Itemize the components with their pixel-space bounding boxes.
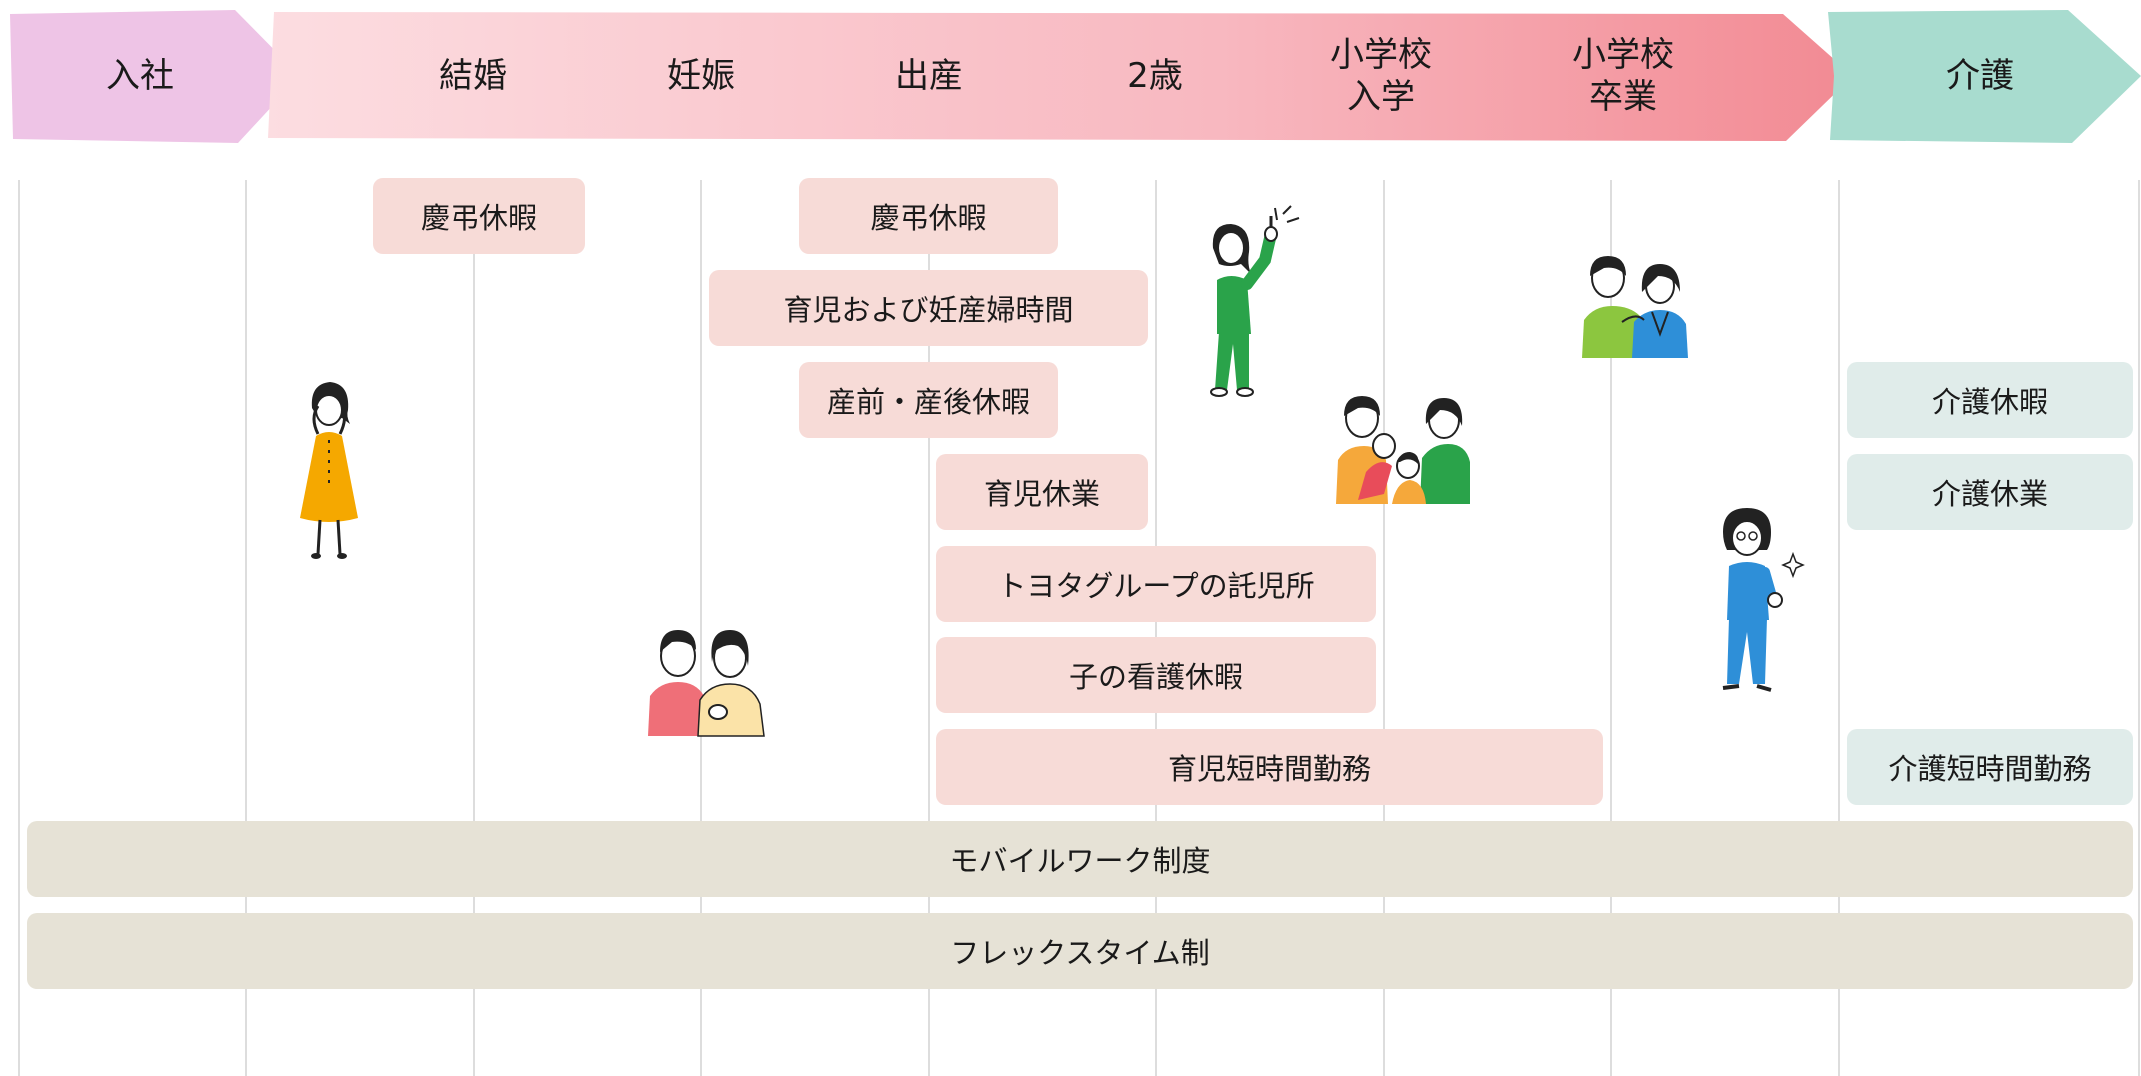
bar-caregiving-leave: 介護休暇 <box>1847 362 2133 438</box>
bar-maternity-leave: 産前・産後休暇 <box>799 362 1058 438</box>
bar-child-nursing-leave: 子の看護休暇 <box>936 637 1376 713</box>
gridline <box>1155 180 1157 1076</box>
gridline <box>1383 180 1385 1076</box>
couple-icon <box>648 612 768 737</box>
gridline <box>928 180 930 1076</box>
parent-and-student-icon <box>1582 250 1690 358</box>
family-with-children-icon <box>1336 390 1472 504</box>
stage-label-birth: 出産 <box>895 56 963 96</box>
bar-flextime: フレックスタイム制 <box>27 913 2133 989</box>
woman-yellow-dress-icon <box>296 378 366 562</box>
stage-label-marriage: 結婚 <box>439 56 507 96</box>
stage-label-elementary-graduation: 小学校 卒業 <box>1572 35 1674 117</box>
stage-label-age-two: 2歳 <box>1127 56 1183 96</box>
stage-label-elementary-entry: 小学校 入学 <box>1330 35 1432 117</box>
arrow-childcare <box>268 10 1853 143</box>
gridline <box>245 180 247 1076</box>
bar-caregiving-leave-long: 介護休業 <box>1847 454 2133 530</box>
stage-label-caregiving: 介護 <box>1946 56 2014 96</box>
arrow-entry <box>10 10 300 143</box>
bar-caregiving-short-hours: 介護短時間勤務 <box>1847 729 2133 805</box>
gridline <box>1610 180 1612 1076</box>
bar-childcare-short-hours: 育児短時間勤務 <box>936 729 1603 805</box>
gridline <box>18 180 20 1076</box>
woman-blue-thumbsup-icon <box>1717 508 1807 692</box>
gridline <box>2138 180 2140 1076</box>
stage-label-entry: 入社 <box>106 56 174 96</box>
bar-group-daycare: トヨタグループの託児所 <box>936 546 1376 622</box>
bar-mobile-work: モバイルワーク制度 <box>27 821 2133 897</box>
gridline <box>1838 180 1840 1076</box>
bar-bereavement-leave-birth: 慶弔休暇 <box>799 178 1058 254</box>
bar-bereavement-leave-marriage: 慶弔休暇 <box>373 178 585 254</box>
gridline <box>473 180 475 1076</box>
bar-childcare-leave: 育児休業 <box>936 454 1148 530</box>
arrow-caregiving <box>1828 10 2141 143</box>
woman-green-pointing-icon <box>1205 204 1315 400</box>
gridline <box>700 180 702 1076</box>
stage-label-pregnancy: 妊娠 <box>667 56 735 96</box>
bar-childcare-maternity-hours: 育児および妊産婦時間 <box>709 270 1148 346</box>
